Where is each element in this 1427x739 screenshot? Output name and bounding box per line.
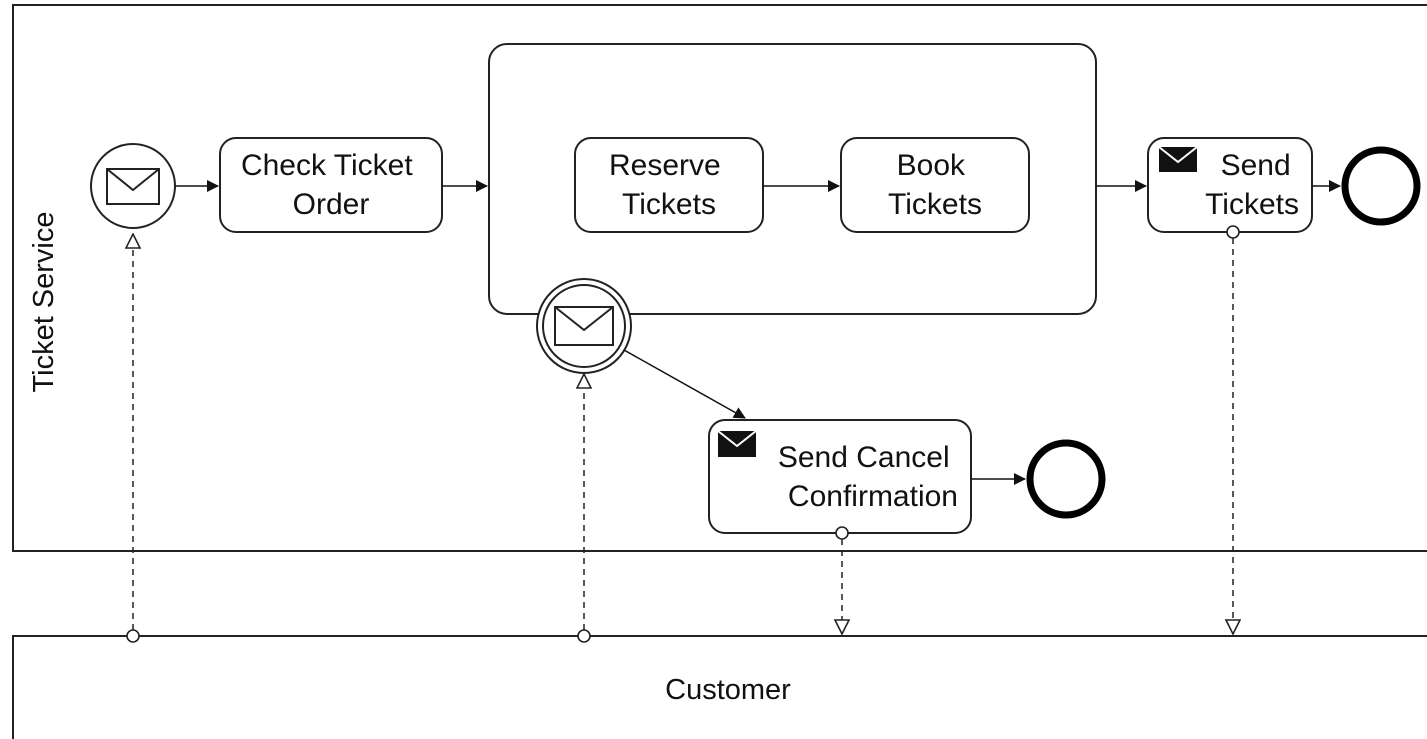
task-send-tickets-label: Send Tickets: [1205, 149, 1299, 221]
sequence-flows: [175, 180, 1341, 485]
envelope-filled-icon: [717, 430, 757, 457]
task-send-cancel-confirmation-label: Send Cancel Confirmation: [778, 441, 958, 513]
pool-ticket-service-label: Ticket Service: [28, 211, 60, 392]
message-flow[interactable]: [1227, 225, 1239, 634]
message-flow[interactable]: [578, 374, 590, 643]
envelope-filled-icon: [1158, 146, 1198, 172]
end-event-cancel[interactable]: [1026, 439, 1106, 519]
message-flows: [127, 225, 1239, 643]
end-event-main[interactable]: [1341, 146, 1421, 226]
pool-customer-label: Customer: [665, 674, 791, 706]
pool-ticket-service: Ticket Service: [12, 4, 1427, 552]
message-flow[interactable]: [836, 526, 848, 634]
task-book-tickets[interactable]: Book Tickets: [840, 137, 1030, 233]
task-check-ticket-order[interactable]: Check Ticket Order: [219, 137, 443, 233]
task-send-cancel-confirmation[interactable]: Send Cancel Confirmation: [708, 419, 972, 534]
pool-customer: Customer: [12, 635, 1427, 739]
boundary-message-event[interactable]: [536, 278, 632, 374]
task-reserve-tickets[interactable]: Reserve Tickets: [574, 137, 764, 233]
task-reserve-tickets-label: Reserve Tickets: [609, 149, 729, 221]
sub-process[interactable]: [488, 43, 1097, 315]
envelope-icon: [554, 306, 614, 346]
task-book-tickets-label: Book Tickets: [888, 149, 982, 221]
task-check-ticket-order-label: Check Ticket Order: [241, 149, 421, 221]
message-flow[interactable]: [127, 234, 139, 643]
task-send-tickets[interactable]: Send Tickets: [1147, 137, 1313, 233]
sequence-flow[interactable]: [623, 349, 746, 419]
envelope-icon: [106, 168, 160, 205]
start-message-event[interactable]: [90, 143, 176, 229]
